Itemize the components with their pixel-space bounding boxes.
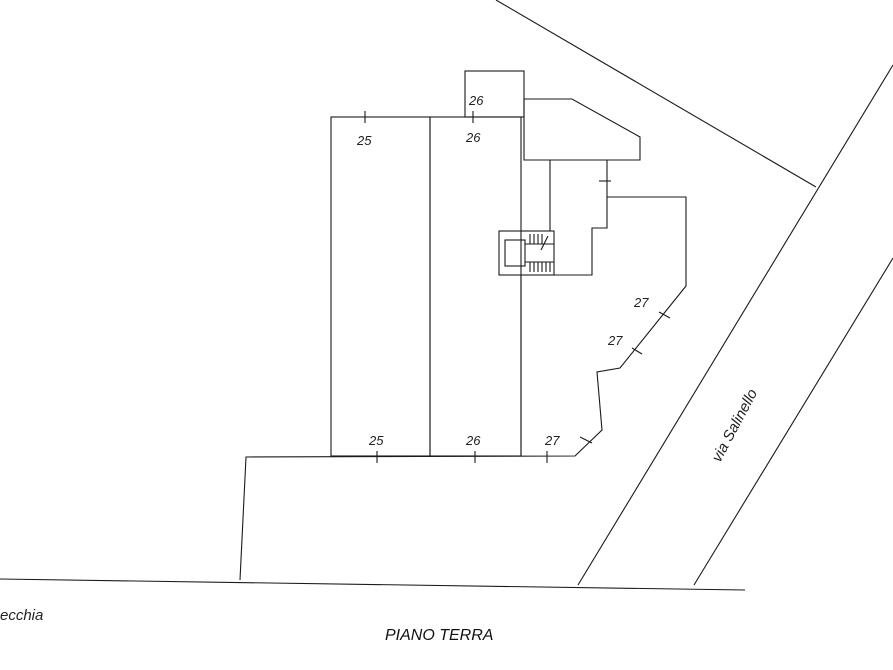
unit-26-small <box>464 70 525 118</box>
label-bottom-25: 25 <box>368 433 384 448</box>
label-bottom-27: 27 <box>544 433 560 448</box>
street-label-salinello: via Salinello <box>709 386 762 465</box>
street-label-partial: ecchia <box>0 607 43 624</box>
road-edge-bottom <box>0 578 746 591</box>
label-top-26: 26 <box>465 130 481 145</box>
road-edge-right <box>693 257 893 586</box>
label-top-small-26: 26 <box>468 93 484 108</box>
stairwell <box>498 230 555 276</box>
unit-26 <box>429 116 522 457</box>
lot-outline <box>239 196 687 581</box>
unit-25 <box>330 116 431 457</box>
dimension-ticks <box>364 111 671 463</box>
label-right-27-upper: 27 <box>633 295 649 310</box>
label-bottom-26: 26 <box>465 433 481 448</box>
plan-title: PIANO TERRA <box>385 627 493 644</box>
road-edge-left <box>577 64 893 586</box>
label-top-25: 25 <box>356 133 372 148</box>
connector-block <box>521 160 551 232</box>
roof-projection <box>523 98 641 161</box>
label-right-27-lower: 27 <box>607 333 623 348</box>
boundary-line-upper <box>495 0 817 188</box>
